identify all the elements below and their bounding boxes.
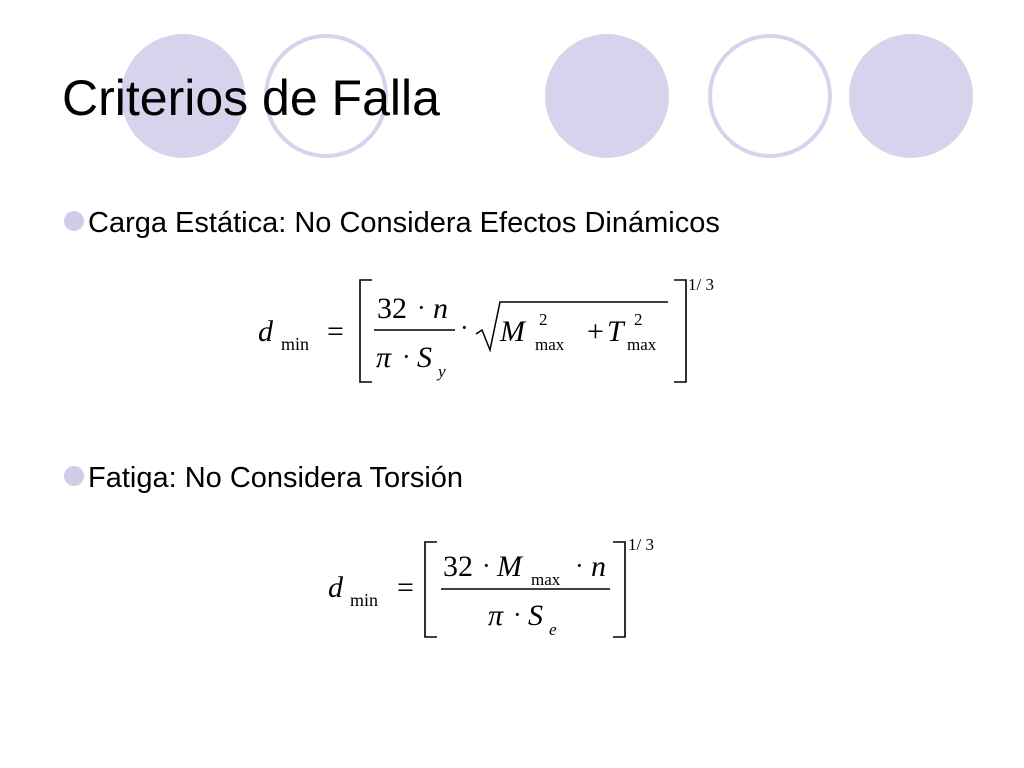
eq2-right-bracket xyxy=(613,541,626,638)
eq1-exponent: 1/ 3 xyxy=(688,275,714,294)
eq2-num-dot-2: · xyxy=(575,551,584,580)
slide-title: Criterios de Falla xyxy=(62,70,440,126)
eq2-lhs-var: d xyxy=(328,571,344,604)
deco-circle-filled-2 xyxy=(545,34,669,158)
deco-circle-filled-3 xyxy=(849,34,973,158)
bullet-fatigue: Fatiga: No Considera Torsión xyxy=(64,460,463,496)
eq2-den-dot: · xyxy=(513,600,522,629)
deco-circle-filled-1 xyxy=(121,34,245,158)
eq2-num-dot-1: · xyxy=(482,551,491,580)
bullet-text: Fatiga: No Considera Torsión xyxy=(88,462,464,494)
eq1-root-T-exp: 2 xyxy=(634,310,643,329)
eq1-root-T-sub: max xyxy=(627,335,657,354)
eq1-radical-sign xyxy=(475,301,668,353)
eq1-den-dot: · xyxy=(402,342,411,371)
eq1-right-bracket xyxy=(674,279,687,383)
bullet-dot-icon xyxy=(64,211,84,231)
bullet-text: Carga Estática: No Considera Efectos Din… xyxy=(88,207,720,239)
eq2-left-bracket xyxy=(424,541,437,638)
eq2-exponent: 1/ 3 xyxy=(628,535,654,554)
deco-circle-outline-1 xyxy=(264,34,388,158)
deco-circle-outline-2 xyxy=(708,34,832,158)
eq1-mid-dot: · xyxy=(460,313,469,342)
eq1-num-var: n xyxy=(433,292,448,325)
eq1-num-const: 32 xyxy=(377,292,407,325)
eq2-den-sub: e xyxy=(549,620,557,639)
eq1-lhs-sub: min xyxy=(281,334,309,354)
eq1-left-bracket xyxy=(359,279,372,383)
eq1-num-dot: · xyxy=(417,293,426,322)
eq2-den-var: S xyxy=(528,599,543,632)
eq1-root-M: M xyxy=(499,315,527,348)
eq1-lhs-var: d xyxy=(258,315,274,348)
eq2-num-const: 32 xyxy=(443,550,473,583)
eq2-lhs-sub: min xyxy=(350,590,378,610)
eq1-root-M-sub: max xyxy=(535,335,565,354)
bullet-static-load: Carga Estática: No Considera Efectos Din… xyxy=(64,205,720,241)
eq1-root-M-exp: 2 xyxy=(539,310,548,329)
eq1-plus: + xyxy=(587,315,604,348)
eq1-den-pi: π xyxy=(376,341,392,374)
eq1-den-var: S xyxy=(417,341,432,374)
bullet-dot-icon xyxy=(64,466,84,486)
eq1-equals: = xyxy=(327,315,344,348)
eq2-equals: = xyxy=(397,571,414,604)
eq2-den-pi: π xyxy=(488,599,504,632)
eq1-root-T: T xyxy=(607,315,626,348)
eq1-den-sub: y xyxy=(436,362,446,381)
eq2-num-M: M xyxy=(496,550,524,583)
eq2-num-var: n xyxy=(591,550,606,583)
eq2-num-M-sub: max xyxy=(531,570,561,589)
